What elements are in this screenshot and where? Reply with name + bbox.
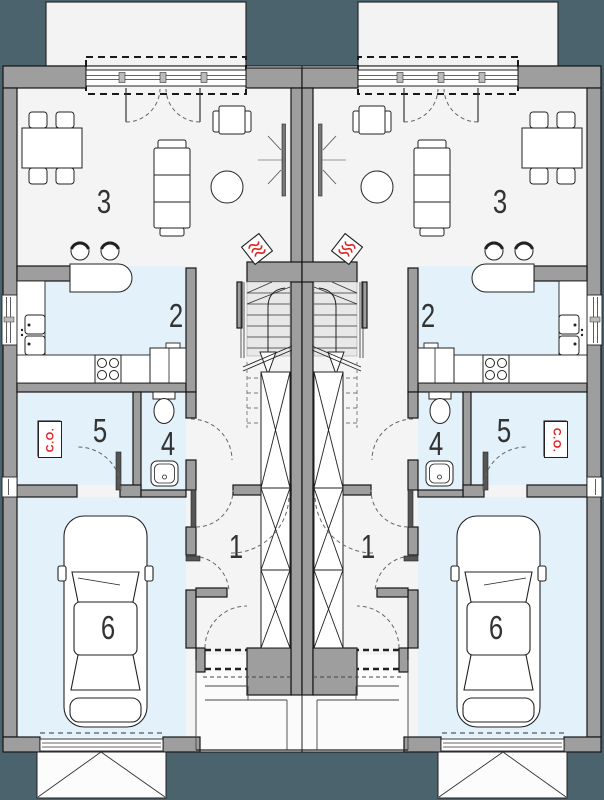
unit-right [300, 0, 604, 800]
unit-left [0, 0, 304, 800]
